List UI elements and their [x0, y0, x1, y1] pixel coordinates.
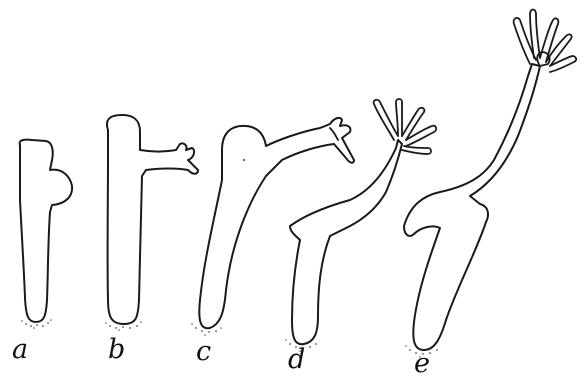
stage-d-stalk: [290, 140, 402, 344]
stage-label-e: e: [414, 350, 430, 377]
stage-b-stalk: [107, 115, 198, 324]
stage-a-polyp: [20, 140, 72, 329]
stage-label-b: b: [108, 336, 125, 363]
stage-d-tentacles: [374, 99, 437, 154]
stray-dot: [243, 159, 245, 161]
stage-b-polyp: [105, 115, 198, 331]
stage-e-tentacles: [514, 10, 577, 73]
stage-a-stalk: [20, 140, 72, 322]
stage-label-a: a: [12, 336, 28, 363]
stage-label-d: d: [288, 346, 305, 373]
stage-label-c: c: [196, 338, 211, 365]
stage-e-stalk: [404, 64, 540, 350]
stage-e-polyp: [404, 10, 576, 358]
